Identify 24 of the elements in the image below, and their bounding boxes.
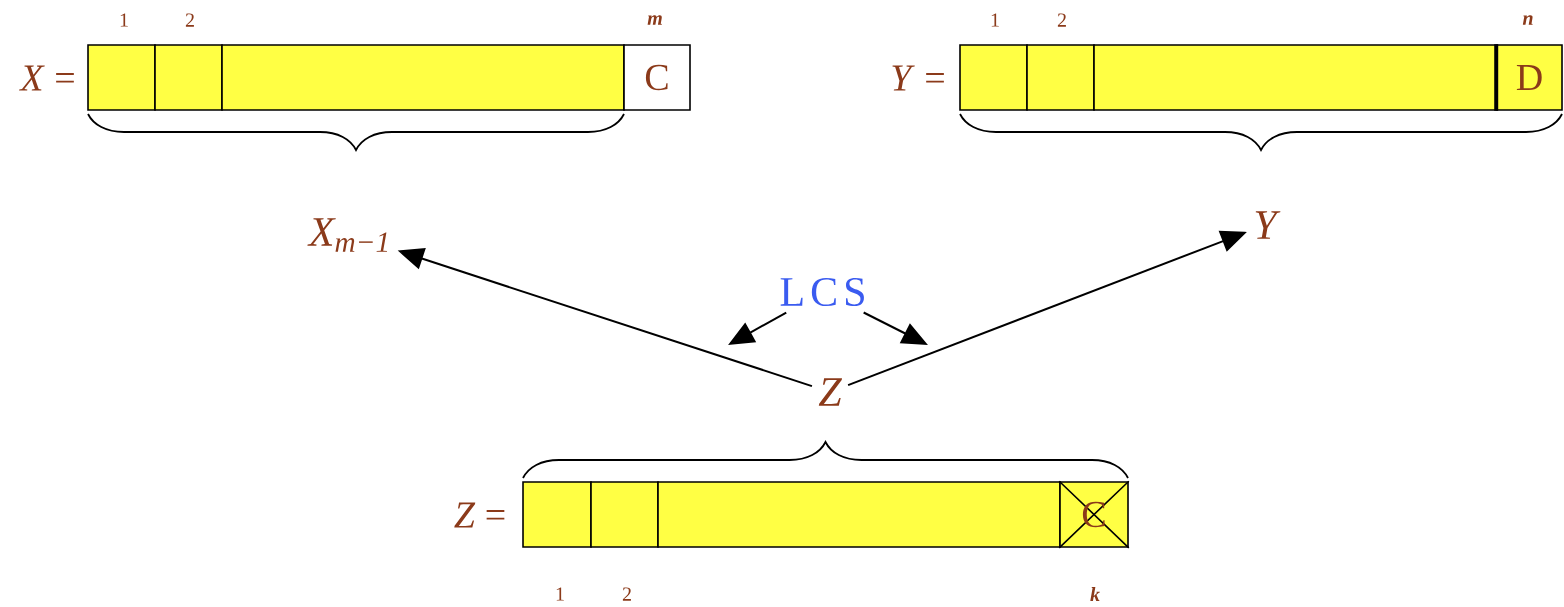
array-cell [590,481,659,548]
array-cell: D [1494,44,1563,111]
index-number: k [1090,587,1100,601]
index-number: 1 [991,13,999,27]
variable-label: X$_{m−1}$ [307,218,388,252]
array-cell [87,44,156,111]
index-number: 2 [622,587,631,601]
index-number: 2 [185,13,194,27]
array-cell: C [623,44,691,111]
variable-label: Y [1255,211,1281,239]
equation-label: X = [19,65,74,91]
index-number: 2 [1057,13,1066,27]
equation-label: Z = [454,502,505,528]
index-number: 1 [120,13,128,27]
array-cell [1026,44,1095,111]
equation-label: Y = [892,65,944,91]
array-cell [154,44,223,111]
index-number: n [1522,15,1533,25]
annotation-text: LCS [780,277,864,307]
variable-label: Z [818,378,843,406]
index-number: m [647,15,662,25]
array-cell [959,44,1028,111]
array-cell [522,481,592,548]
index-number: 1 [556,587,564,601]
